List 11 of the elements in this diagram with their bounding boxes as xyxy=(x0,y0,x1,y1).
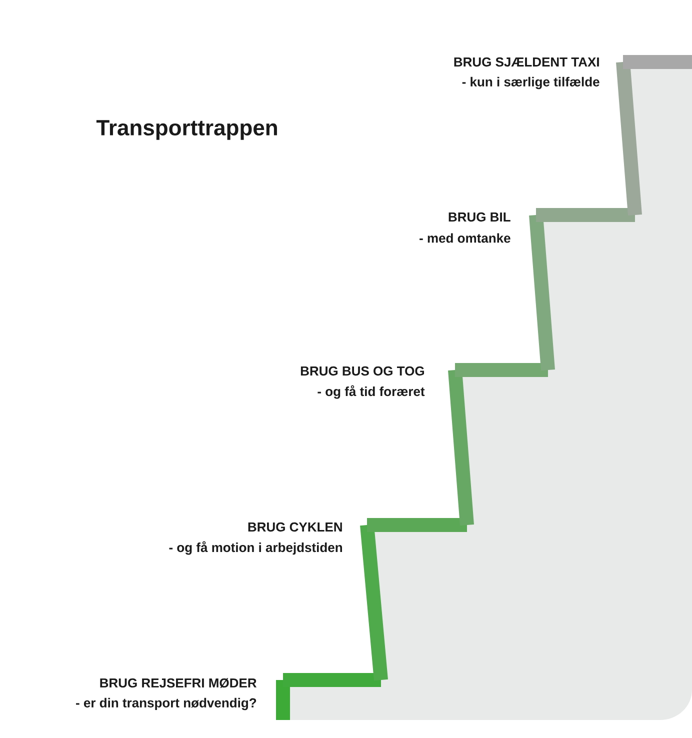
step-heading: BRUG REJSEFRI MØDER xyxy=(100,678,257,688)
step-note: - kun i særlige tilfælde xyxy=(462,76,600,90)
step-note: - med omtanke xyxy=(420,233,510,243)
title: Transporttrappen xyxy=(96,120,277,140)
step-note: - og få motion i arbejdstiden xyxy=(169,541,342,555)
step-note: - og få tid foræret xyxy=(318,385,425,399)
step-heading: BRUG SJÆLDENT TAXI xyxy=(454,57,599,67)
step-heading: BRUG BIL xyxy=(448,212,510,222)
step-note: - er din transport nødvendig? xyxy=(76,698,256,710)
step-heading: BRUG CYKLEN xyxy=(248,522,342,532)
step-heading: BRUG BUS OG TOG xyxy=(300,366,424,376)
